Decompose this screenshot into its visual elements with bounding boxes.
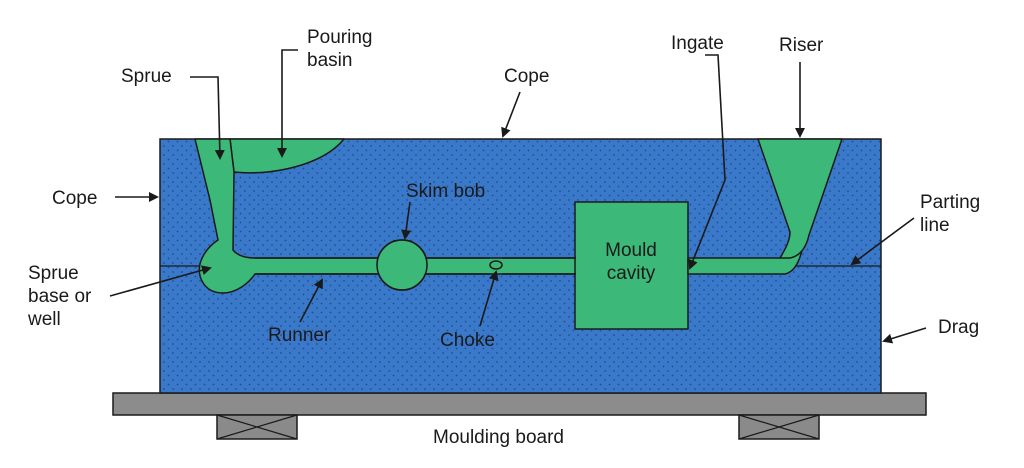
- label-drag: Drag: [938, 317, 980, 338]
- choke: [489, 260, 503, 270]
- board-support-left: [216, 414, 298, 440]
- leader-arrows: [109, 49, 927, 344]
- mould-cavity: [574, 201, 689, 330]
- pouring-basin-arrow: [277, 49, 298, 158]
- label-parting-line: Parting line: [920, 192, 981, 236]
- label-ingate: Ingate: [671, 33, 724, 54]
- board-support-right: [738, 414, 820, 440]
- label-cope-top: Cope: [504, 66, 550, 87]
- parting-line-arrow: [850, 217, 915, 266]
- label-sprue-base: Sprue base or well: [28, 263, 92, 330]
- label-skim-bob: Skim bob: [406, 181, 486, 202]
- label-choke: Choke: [440, 330, 495, 351]
- runner-arrow: [299, 278, 323, 323]
- label-pouring-basin: Pouring basin: [307, 27, 373, 71]
- moulding-board: [112, 392, 927, 416]
- riser: [757, 138, 843, 259]
- label-riser: Riser: [779, 35, 824, 56]
- sprue-base-arrow: [109, 265, 212, 297]
- label-cope-left: Cope: [52, 188, 98, 209]
- drag-arrow: [882, 327, 927, 344]
- sprue-arrow: [190, 76, 225, 160]
- label-moulding-board: Moulding board: [433, 427, 564, 448]
- skim-bob-arrow: [401, 201, 412, 240]
- choke-arrow: [479, 270, 499, 327]
- ingate-arrow: [688, 54, 726, 270]
- label-runner: Runner: [268, 325, 331, 346]
- pouring-basin: [229, 138, 345, 174]
- label-mould-cavity: Mould cavity: [605, 240, 657, 284]
- cope-top-arrow: [501, 91, 521, 138]
- label-sprue: Sprue: [121, 66, 172, 87]
